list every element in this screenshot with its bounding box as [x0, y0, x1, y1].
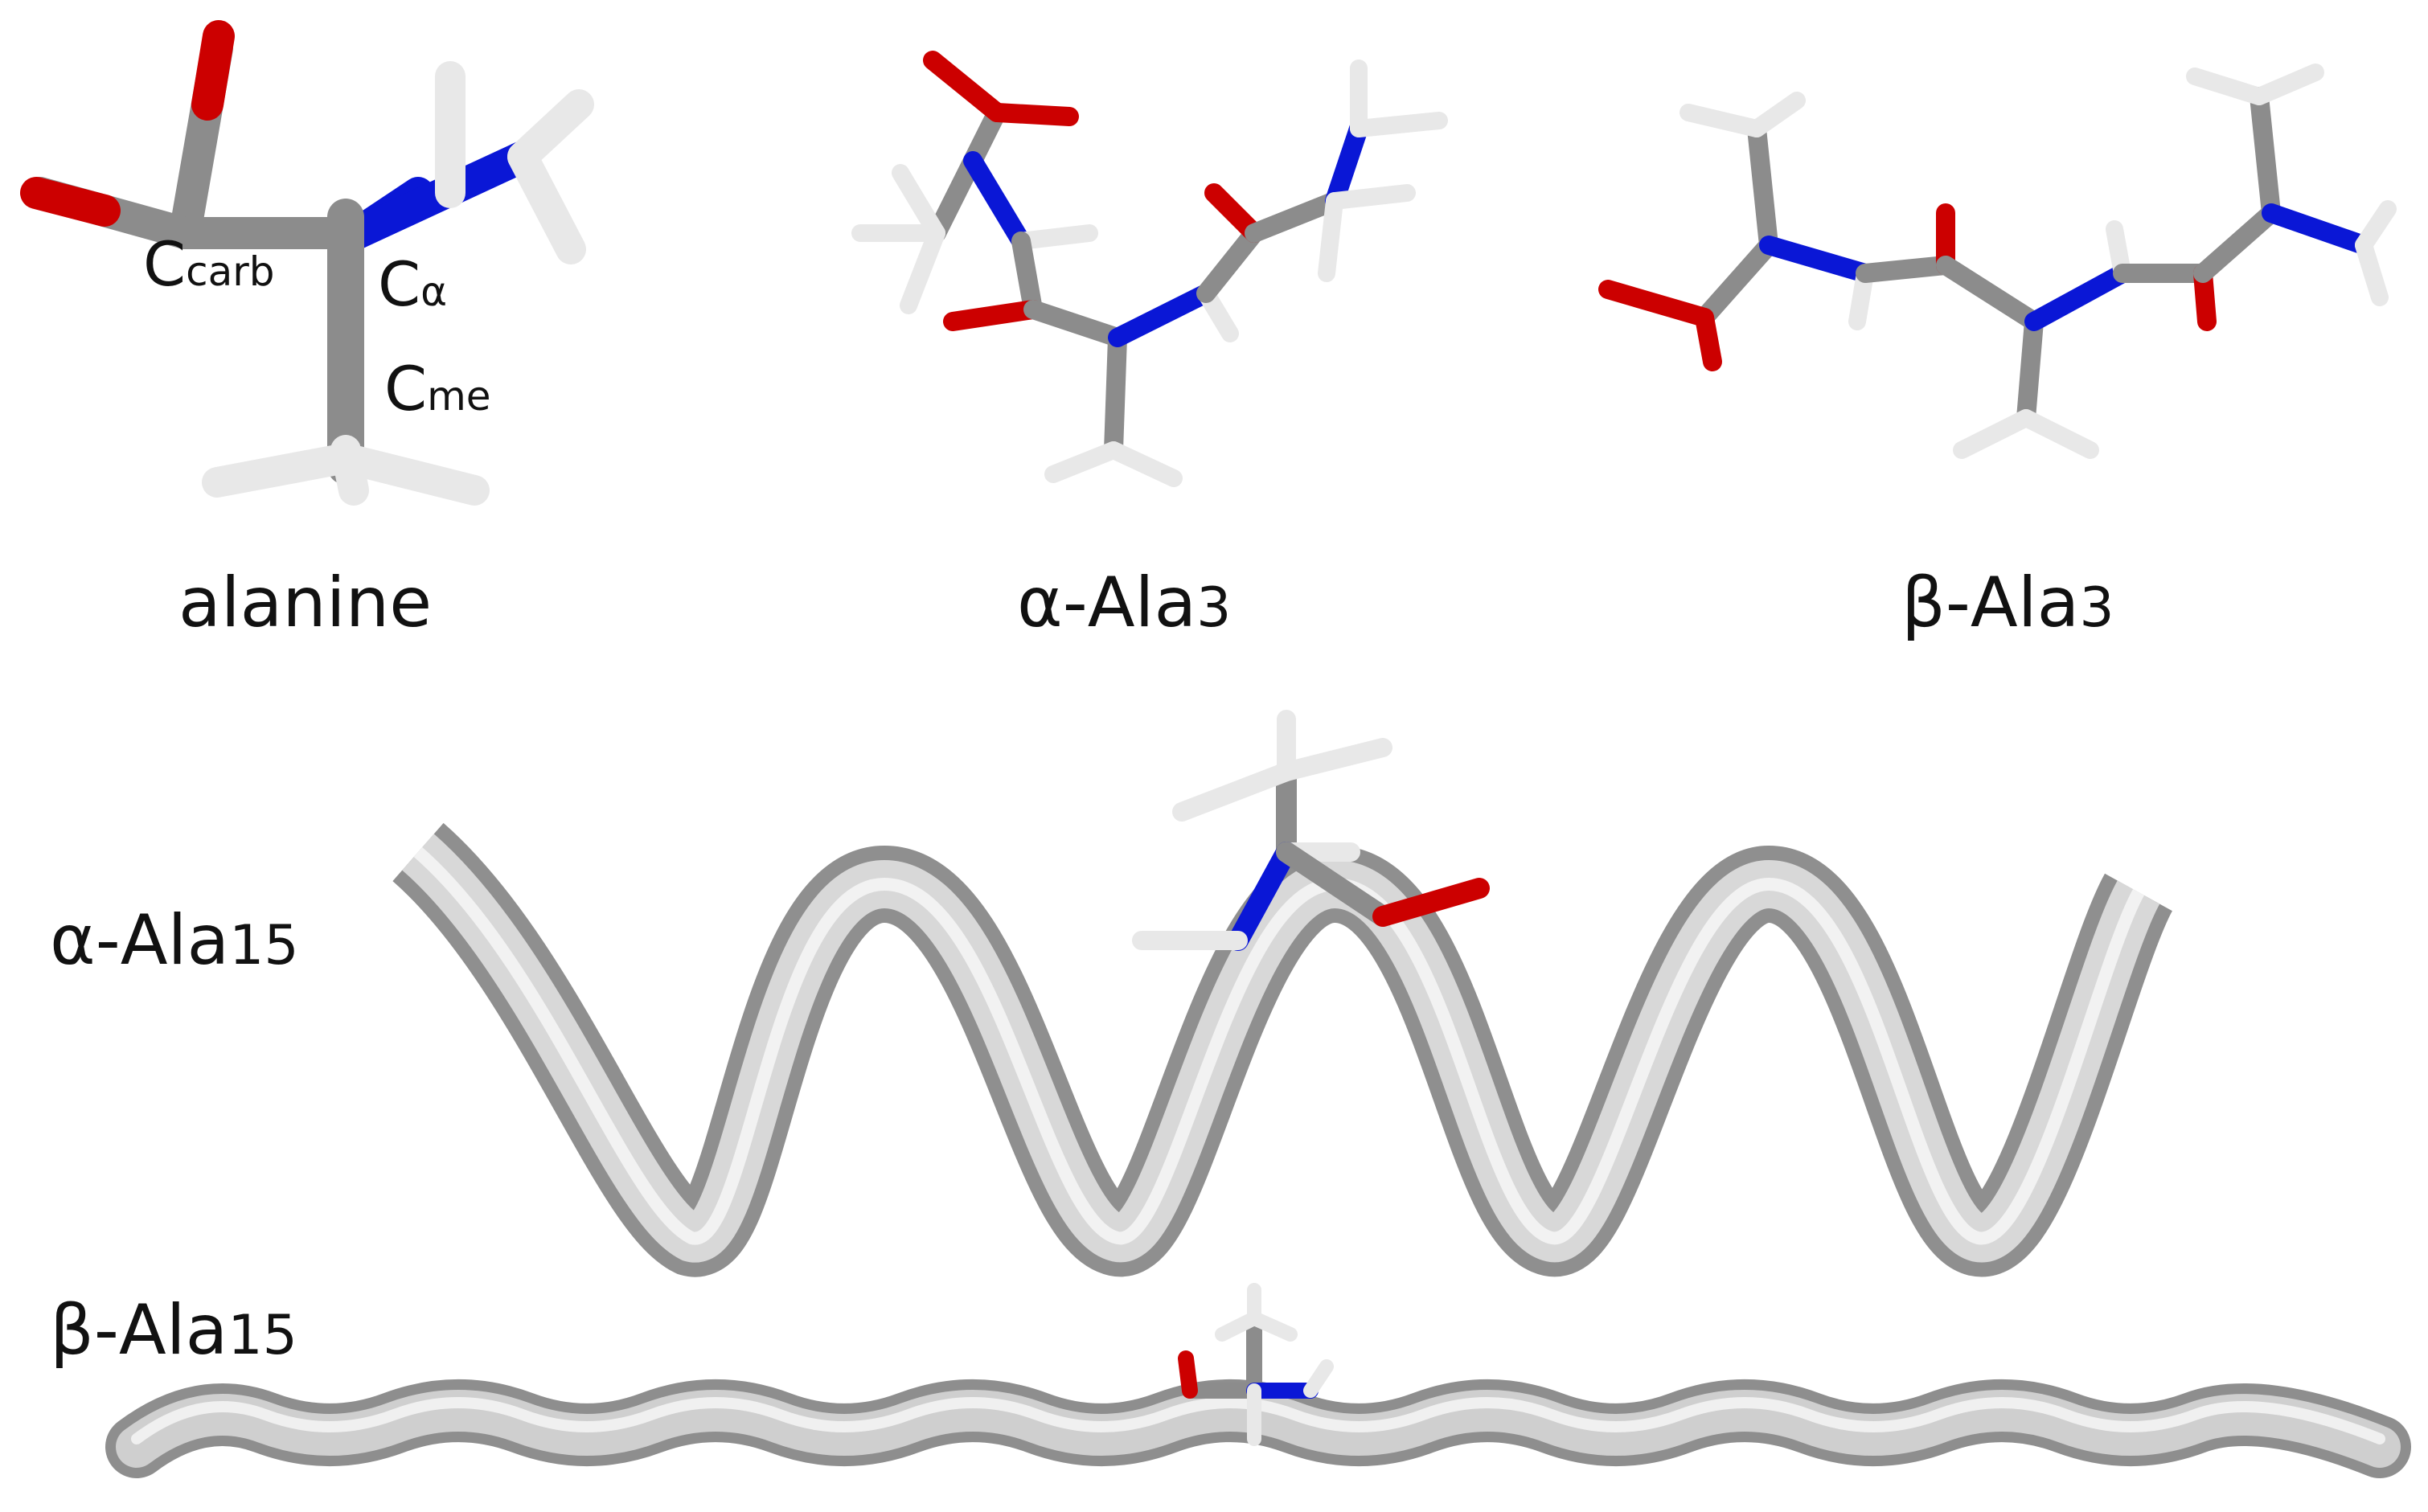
label-beta-ala15-prefix: β-Ala	[50, 1290, 228, 1371]
atom-label-calpha: Cα	[378, 248, 447, 320]
label-alpha-ala3-prefix: α-Ala	[1017, 563, 1197, 643]
label-alpha-ala3: α-Ala3	[1017, 563, 1231, 643]
atom-label-ccarb: Ccarb	[143, 228, 275, 300]
beta-ala15-residue	[1178, 1283, 1334, 1446]
beta-ala3-molecule	[1598, 64, 2397, 459]
alpha-ala15-residue	[1132, 710, 1490, 951]
label-beta-ala3-sub: 3	[2079, 576, 2114, 640]
label-beta-ala3: β-Ala3	[1901, 563, 2114, 643]
label-alanine: alanine	[178, 563, 433, 643]
label-beta-ala3-prefix: β-Ala	[1901, 563, 2080, 643]
label-alpha-ala15: α-Ala15	[50, 900, 299, 981]
alpha-ala15-helix-ribbon	[392, 822, 2173, 1277]
label-beta-ala15: β-Ala15	[50, 1290, 297, 1371]
label-alpha-ala15-prefix: α-Ala	[50, 900, 230, 981]
alanine-molecule	[20, 20, 594, 506]
beta-ala15-tube	[105, 1379, 2411, 1478]
atom-label-cme: Cme	[384, 353, 491, 424]
label-beta-ala15-sub: 15	[228, 1304, 297, 1367]
alpha-ala3-molecule	[851, 51, 1448, 487]
label-alpha-ala3-sub: 3	[1196, 576, 1232, 640]
label-alpha-ala15-sub: 15	[229, 914, 299, 977]
